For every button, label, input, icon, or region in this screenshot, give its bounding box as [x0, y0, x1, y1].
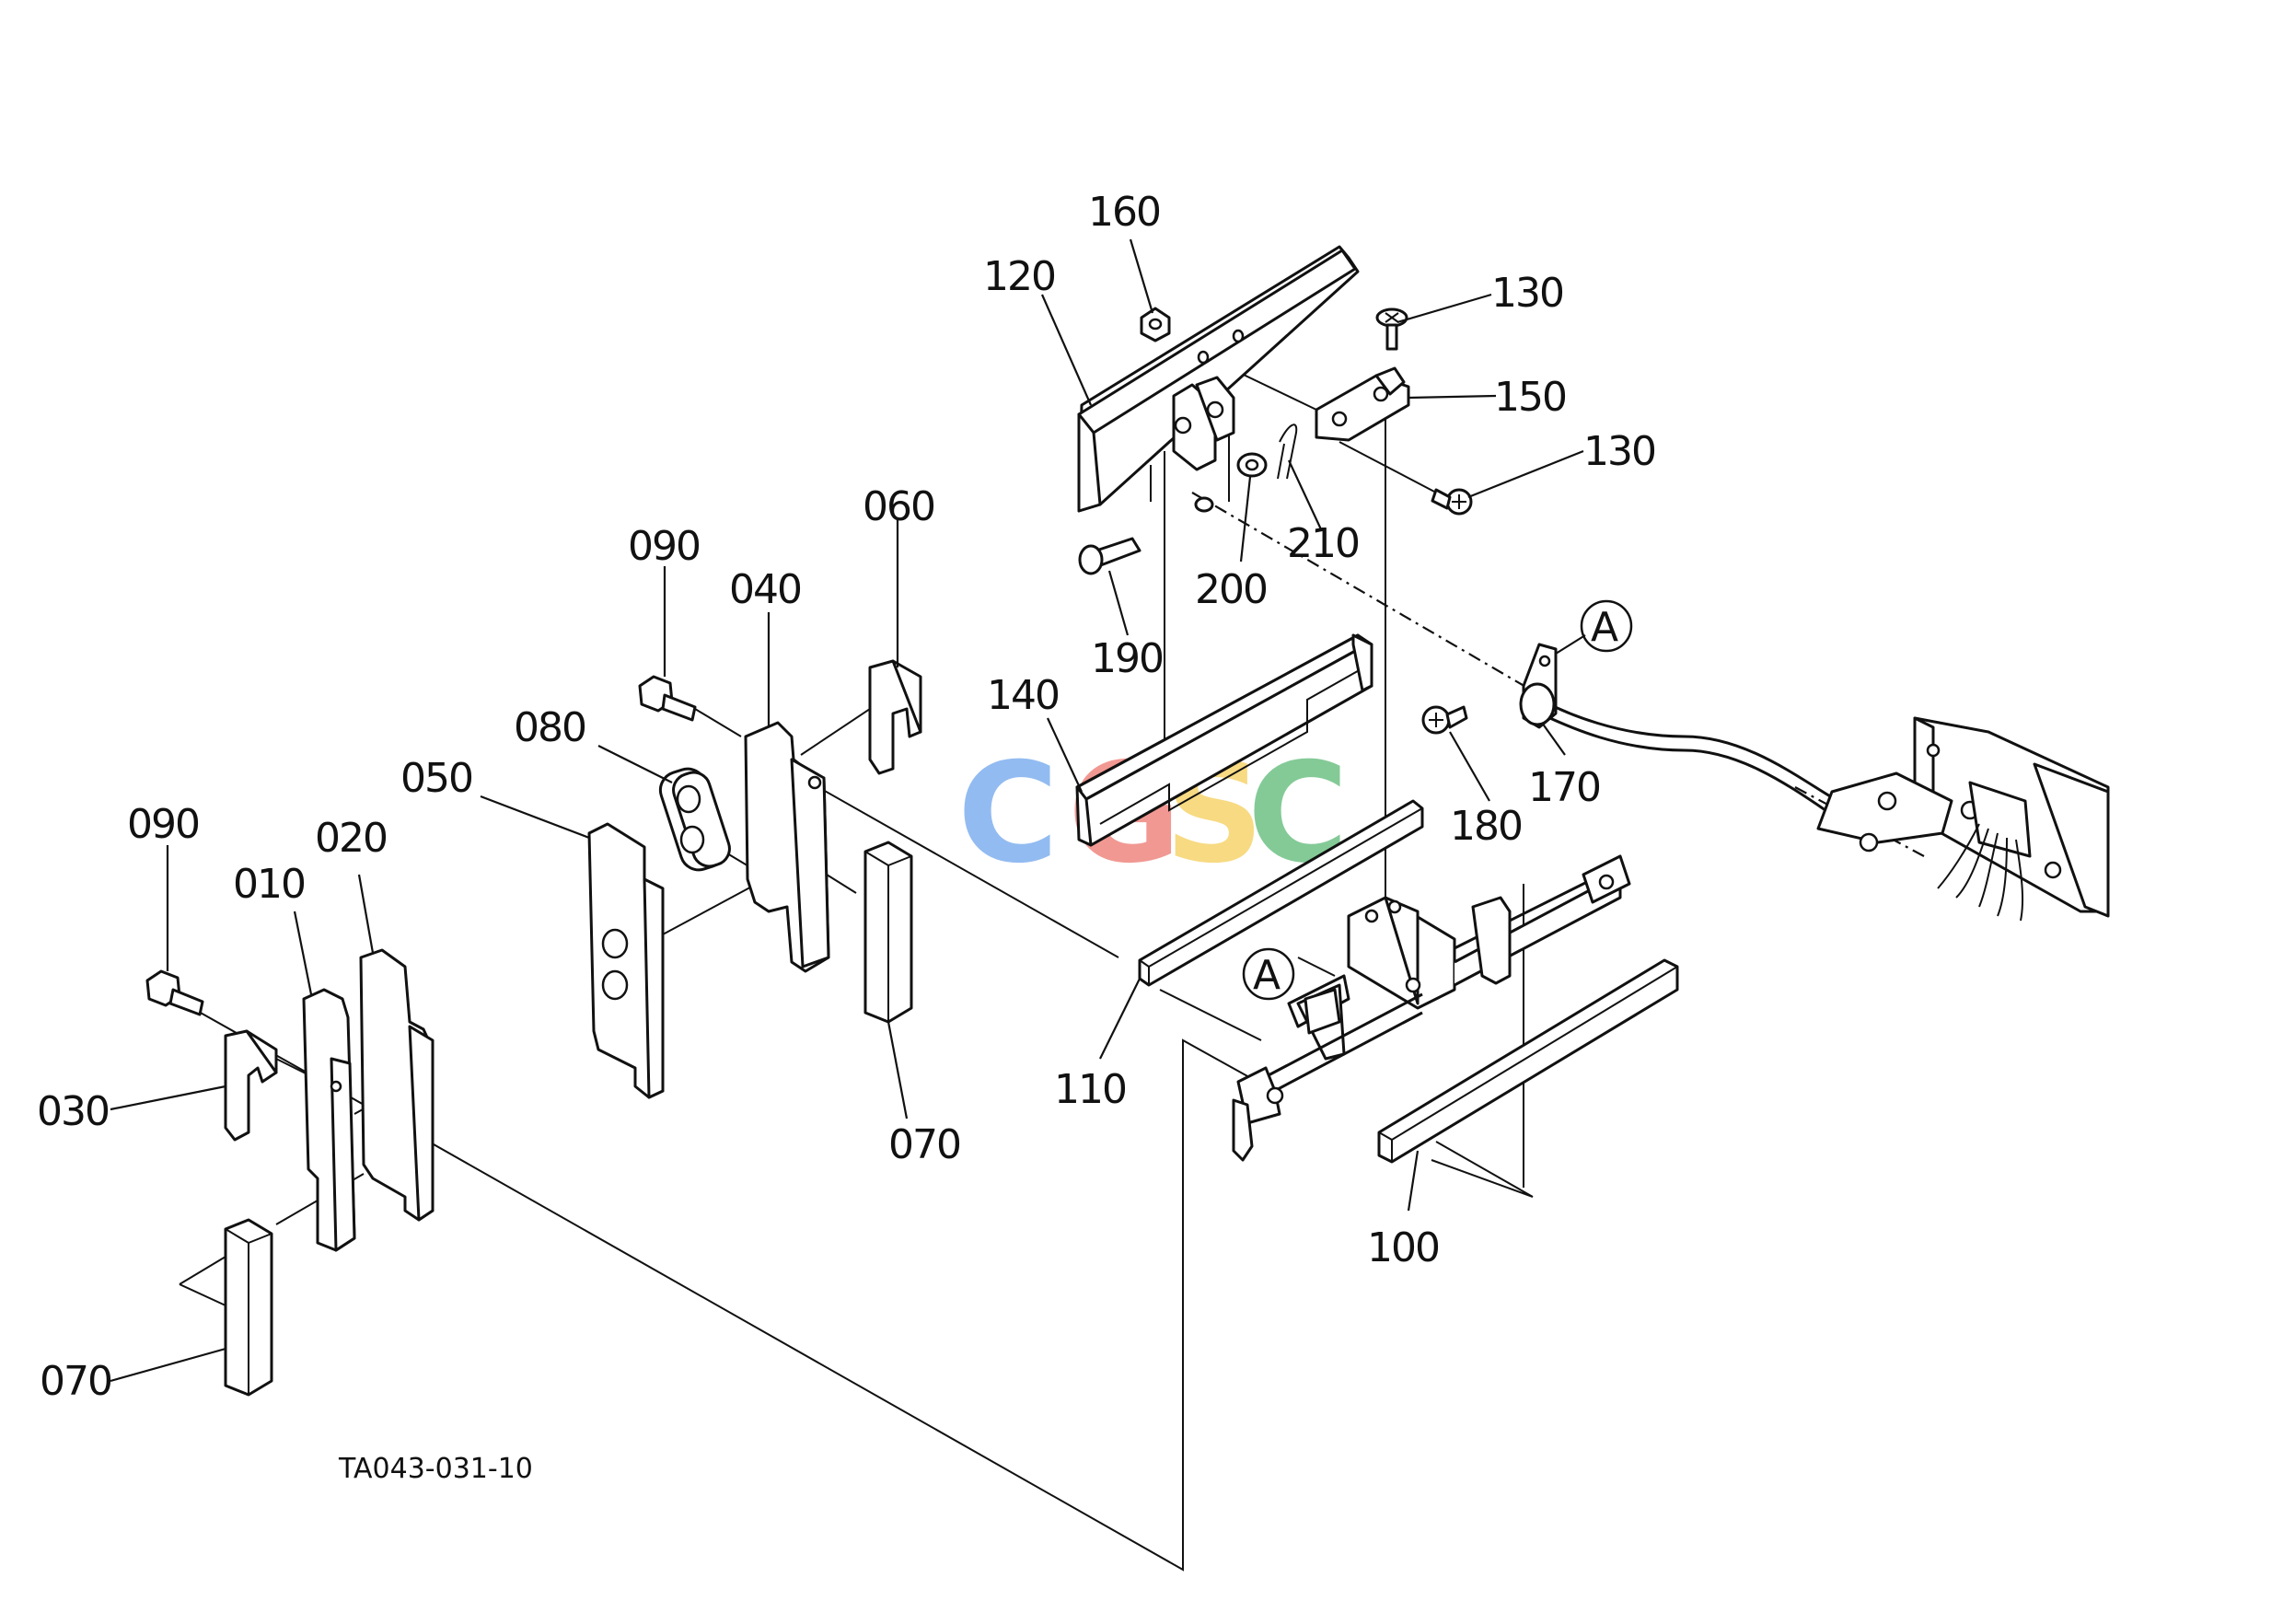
label-170: 170	[1528, 764, 1600, 811]
callout-marker-a-lower: A	[1242, 947, 1295, 1001]
part-130-screw-upper	[1375, 307, 1408, 351]
label-200: 200	[1195, 566, 1267, 613]
part-150-hinge	[1315, 366, 1410, 442]
part-190-pin	[1078, 537, 1142, 575]
lever-frame-assembly	[1232, 854, 1631, 1162]
part-140-slotted-plate	[1075, 633, 1373, 847]
part-200-washer-small	[1194, 496, 1214, 513]
label-040: 040	[729, 566, 801, 613]
label-020: 020	[315, 815, 387, 862]
label-030: 030	[37, 1088, 109, 1135]
part-080-grommet	[658, 767, 731, 872]
part-180-bolt	[1421, 705, 1468, 735]
part-200-washer	[1236, 452, 1268, 478]
label-210: 210	[1287, 520, 1359, 567]
part-070-block-upper	[863, 841, 913, 1024]
label-100: 100	[1367, 1224, 1439, 1271]
leader-lines	[110, 238, 1584, 1383]
part-210-cotter-pin	[1277, 423, 1298, 480]
part-090-bolt-lower	[145, 969, 204, 1016]
callout-marker-a-lower-label: A	[1253, 952, 1281, 999]
part-090-bolt-upper	[638, 675, 697, 722]
label-130-upper: 130	[1491, 270, 1563, 317]
part-120-cover-plate	[1077, 245, 1360, 513]
part-130-screw-lower	[1431, 488, 1473, 516]
control-box-assembly	[1816, 716, 2110, 922]
label-070-upper: 070	[888, 1121, 960, 1168]
part-number-labels: 160 120 130 150 130 210 200 190 140 170 …	[37, 189, 1657, 1405]
label-090-lower: 090	[127, 801, 199, 848]
assembly-guide-lines	[179, 354, 1534, 1572]
part-060-bracket	[868, 659, 922, 775]
diagram-code: TA043-031-10	[338, 1453, 533, 1485]
part-020-plate	[359, 948, 435, 1222]
part-040-bracket	[744, 721, 830, 973]
label-150: 150	[1494, 374, 1566, 421]
part-070-block-lower	[224, 1218, 273, 1397]
label-010: 010	[233, 861, 305, 908]
label-080: 080	[514, 704, 585, 751]
part-030-bracket	[224, 1029, 278, 1142]
label-050: 050	[400, 755, 472, 802]
label-090-upper: 090	[628, 523, 700, 570]
label-070-lower: 070	[40, 1358, 111, 1405]
part-010-bracket	[302, 988, 356, 1252]
label-180: 180	[1450, 803, 1522, 850]
callout-marker-a-upper-label: A	[1591, 604, 1618, 651]
part-170-cable-clamp	[1519, 643, 1558, 729]
label-140: 140	[987, 672, 1059, 719]
part-100-bar	[1377, 958, 1679, 1164]
label-060: 060	[863, 483, 934, 530]
label-110: 110	[1054, 1066, 1126, 1113]
label-120: 120	[983, 253, 1055, 300]
label-190: 190	[1091, 635, 1163, 682]
watermark-letter-c1: C	[957, 734, 1059, 894]
callout-marker-a-upper: A	[1555, 599, 1633, 655]
part-160-nut	[1140, 307, 1171, 342]
part-050-plate	[587, 822, 665, 1099]
label-160: 160	[1088, 189, 1160, 236]
label-130-lower: 130	[1583, 428, 1655, 475]
